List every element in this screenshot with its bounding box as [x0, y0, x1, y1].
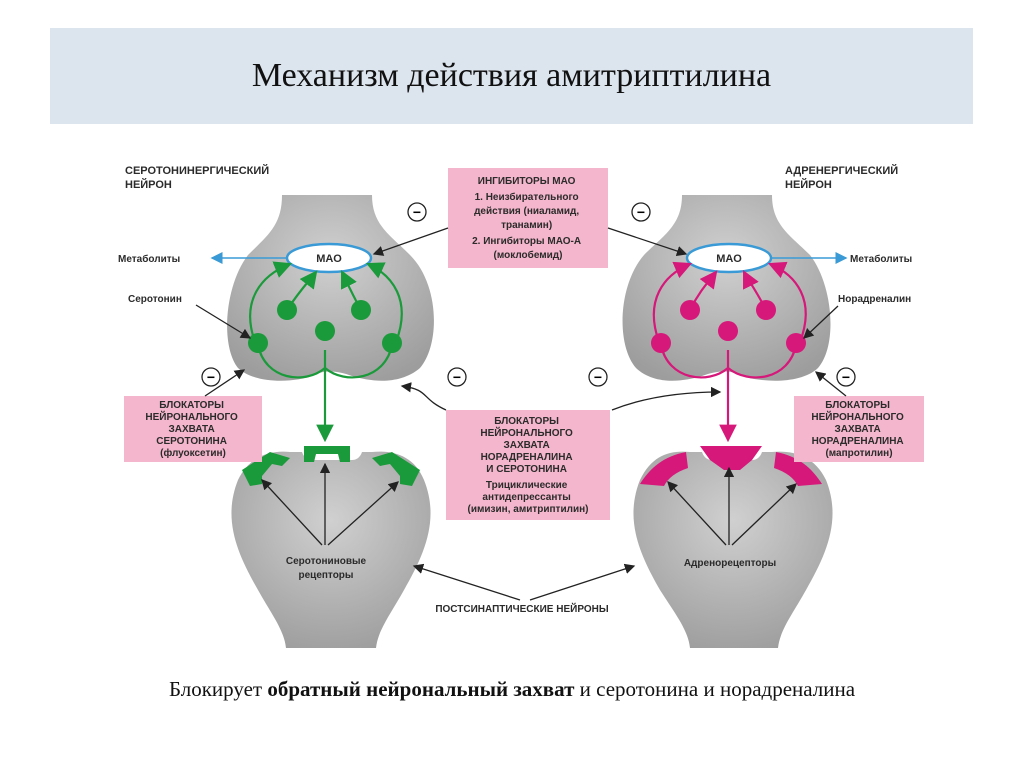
mao-inhibitors-text: ИНГИБИТОРЫ МАО 1. Неизбирательного дейст… — [472, 176, 584, 261]
serotonin-blockers-text: БЛОКАТОРЫ НЕЙРОНАЛЬНОГО ЗАХВАТА СЕРОТОНИ… — [145, 400, 240, 459]
caption-bold: обратный нейрональный захват — [267, 677, 575, 701]
noradrenaline-blockers-box — [794, 396, 924, 462]
serotonin-blockers-box — [124, 396, 262, 462]
serotonin-pointer — [195, 304, 252, 339]
serotonin-vesicles — [248, 300, 402, 353]
serotonin-receptor-3 — [372, 452, 420, 486]
title-bar: Механизм действия амитриптилина — [50, 28, 973, 124]
noradrenaline-blocker-arrow — [814, 371, 847, 397]
tricyclic-blockers-box — [446, 410, 610, 520]
noradrenaline-blockers-text: БЛОКАТОРЫ НЕЙРОНАЛЬНОГО ЗАХВАТА НОРАДРЕН… — [811, 400, 906, 459]
caption: Блокирует обратный нейрональный захват и… — [100, 674, 924, 704]
tricyclic-arrow-right — [611, 386, 722, 411]
caption-suffix: и серотонина и норадреналина — [574, 677, 856, 701]
adrenoreceptor-pointers — [667, 466, 797, 546]
right-neuron-label-1: АДРЕНЕРГИЧЕСКИЙ — [785, 164, 898, 177]
serotonin-receptors-label-2: рецепторы — [299, 570, 354, 581]
left-presynaptic-neuron — [227, 195, 434, 381]
right-mao-enzyme — [685, 242, 773, 274]
svg-text:−: − — [637, 204, 645, 220]
serotonin-blocker-arrow — [204, 369, 246, 397]
serotonin-label: Серотонин — [128, 294, 182, 305]
noradrenaline-vesicles — [651, 300, 806, 353]
left-neuron-label-2: НЕЙРОН — [125, 178, 172, 191]
mechanism-diagram: СЕРОТОНИНЕРГИЧЕСКИЙ НЕЙРОН АДРЕНЕРГИЧЕСК… — [118, 164, 924, 648]
postsynaptic-arrow-left — [412, 563, 521, 601]
tricyclic-blockers-text: БЛОКАТОРЫ НЕЙРОНАЛЬНОГО ЗАХВАТА НОРАДРЕН… — [468, 416, 589, 515]
left-mao-label: МАО — [316, 253, 342, 265]
postsynaptic-label: ПОСТСИНАПТИЧЕСКИЕ НЕЙРОНЫ — [435, 602, 609, 615]
adrenoreceptor-3 — [774, 452, 822, 486]
serotonin-receptors-label-1: Серотониновые — [286, 556, 367, 567]
adrenoreceptor-2 — [700, 446, 762, 470]
right-postsynaptic-neuron — [633, 451, 833, 648]
left-neuron-label-1: СЕРОТОНИНЕРГИЧЕСКИЙ — [125, 164, 269, 177]
postsynaptic-arrow-right — [529, 563, 636, 601]
svg-text:−: − — [453, 369, 461, 385]
mao-inhibitor-arrow-right — [607, 227, 688, 257]
serotonin-receptor-pointers — [261, 462, 399, 546]
left-mao-enzyme — [285, 242, 373, 274]
left-metabolites-label: Метаболиты — [118, 253, 180, 265]
svg-text:−: − — [413, 204, 421, 220]
mao-inhibitor-arrow-left — [372, 227, 449, 256]
right-metabolites-label: Метаболиты — [850, 253, 912, 265]
mao-inhibitors-box — [448, 168, 608, 268]
serotonin-receptor-2 — [304, 446, 350, 462]
noradrenaline-label: Норадреналин — [838, 294, 911, 305]
right-neuron-label-2: НЕЙРОН — [785, 178, 832, 191]
svg-text:−: − — [842, 369, 850, 385]
serotonin-receptor-1 — [242, 452, 290, 486]
page-title: Механизм действия амитриптилина — [251, 57, 772, 94]
minus-icons: − − − − − − — [201, 202, 856, 387]
caption-prefix: Блокирует — [168, 677, 268, 701]
svg-text:−: − — [594, 369, 602, 385]
tricyclic-arrow-left — [400, 382, 447, 411]
adrenoreceptors-label: Адренорецепторы — [684, 558, 776, 569]
right-presynaptic-neuron — [622, 195, 831, 381]
noradrenaline-pointer — [803, 305, 839, 339]
adrenoreceptor-1 — [640, 452, 688, 486]
right-mao-label: МАО — [716, 253, 742, 265]
svg-text:−: − — [207, 369, 215, 385]
